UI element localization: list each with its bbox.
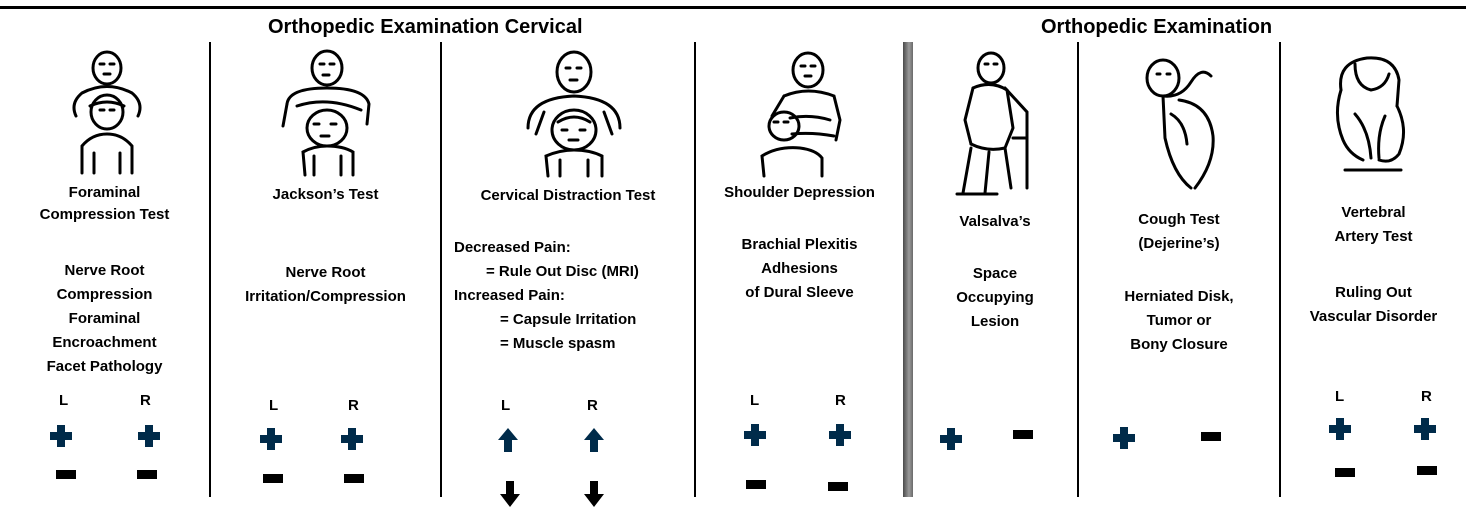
left-label: L	[1335, 388, 1345, 405]
test-finding: = Muscle spasm	[500, 335, 616, 352]
header-cervical: Orthopedic Examination Cervical	[268, 16, 583, 38]
test-title: Artery Test	[1334, 228, 1413, 245]
column-divider	[1077, 42, 1079, 497]
column-divider	[694, 42, 696, 497]
minus-icon[interactable]	[137, 470, 157, 479]
minus-icon[interactable]	[263, 474, 283, 483]
test-finding: Vascular Disorder	[1309, 308, 1438, 325]
valsalva-figure	[955, 51, 1029, 196]
jacksons-test-figure	[281, 49, 371, 177]
minus-icon[interactable]	[828, 482, 848, 491]
test-finding: Increased Pain:	[454, 287, 565, 304]
right-label: R	[1421, 388, 1432, 405]
left-label: L	[750, 392, 760, 409]
minus-icon[interactable]	[56, 470, 76, 479]
plus-icon[interactable]	[940, 428, 962, 450]
plus-icon[interactable]	[260, 428, 282, 450]
plus-icon[interactable]	[744, 424, 766, 446]
test-finding: = Rule Out Disc (MRI)	[486, 263, 639, 280]
test-title: Cervical Distraction Test	[480, 187, 656, 204]
left-label: L	[269, 397, 279, 414]
test-finding: Ruling Out	[1335, 284, 1412, 301]
section-divider	[903, 42, 913, 497]
test-column-shoulder-depression: Shoulder Depression Brachial Plexitis Ad…	[696, 0, 903, 529]
test-title: Vertebral	[1341, 204, 1406, 221]
column-divider	[209, 42, 211, 497]
plus-icon[interactable]	[341, 428, 363, 450]
minus-icon[interactable]	[1417, 466, 1437, 475]
minus-icon[interactable]	[1013, 430, 1033, 439]
test-finding: = Capsule Irritation	[500, 311, 637, 328]
test-column-cervical-distraction: Cervical Distraction Test Decreased Pain…	[442, 0, 694, 529]
top-rule	[0, 6, 1466, 9]
vertebral-artery-figure	[1336, 56, 1405, 172]
test-title: Foraminal	[68, 184, 141, 201]
test-column-jacksons: Jackson’s Test Nerve Root Irritation/Com…	[211, 0, 440, 529]
column-divider	[440, 42, 442, 497]
left-label: L	[501, 397, 511, 414]
test-finding: Decreased Pain:	[454, 239, 571, 256]
right-label: R	[587, 397, 598, 414]
test-title: (Dejerine’s)	[1138, 235, 1220, 252]
test-title: Cough Test	[1138, 211, 1220, 228]
test-finding: Bony Closure	[1130, 336, 1228, 353]
shoulder-depression-figure	[760, 51, 842, 178]
arrow-down-icon[interactable]	[500, 481, 520, 507]
test-title: Compression Test	[39, 206, 170, 223]
minus-icon[interactable]	[1335, 468, 1355, 477]
plus-icon[interactable]	[1113, 427, 1135, 449]
minus-icon[interactable]	[746, 480, 766, 489]
foraminal-compression-figure	[72, 50, 142, 175]
test-finding: Nerve Root	[285, 264, 366, 281]
test-finding: Foraminal	[68, 310, 141, 327]
plus-icon[interactable]	[50, 425, 72, 447]
cervical-distraction-figure	[526, 50, 622, 178]
test-column-foraminal-compression: Foraminal Compression Test Nerve Root Co…	[0, 0, 209, 529]
right-label: R	[348, 397, 359, 414]
right-label: R	[140, 392, 151, 409]
test-finding: Herniated Disk,	[1124, 288, 1234, 305]
cough-test-figure	[1145, 58, 1215, 190]
test-column-valsalva: Valsalva’s Space Occupying Lesion	[913, 0, 1077, 529]
test-title: Shoulder Depression	[724, 184, 875, 201]
arrow-down-icon[interactable]	[584, 481, 604, 507]
right-label: R	[835, 392, 846, 409]
test-finding: Space	[972, 265, 1018, 282]
test-title: Valsalva’s	[959, 213, 1031, 230]
test-finding: Irritation/Compression	[245, 288, 406, 305]
test-column-cough: Cough Test (Dejerine’s) Herniated Disk, …	[1079, 0, 1279, 529]
minus-icon[interactable]	[1201, 432, 1221, 441]
test-finding: Encroachment	[52, 334, 157, 351]
test-title: Jackson’s Test	[272, 186, 379, 203]
plus-icon[interactable]	[829, 424, 851, 446]
minus-icon[interactable]	[344, 474, 364, 483]
test-finding: Nerve Root	[64, 262, 145, 279]
test-finding: Occupying	[956, 289, 1034, 306]
test-finding: Facet Pathology	[46, 358, 163, 375]
plus-icon[interactable]	[138, 425, 160, 447]
arrow-up-icon[interactable]	[584, 428, 604, 452]
column-divider	[1279, 42, 1281, 497]
test-column-vertebral-artery: Vertebral Artery Test Ruling Out Vascula…	[1281, 0, 1466, 529]
test-finding: of Dural Sleeve	[745, 284, 854, 301]
test-finding: Adhesions	[761, 260, 838, 277]
plus-icon[interactable]	[1414, 418, 1436, 440]
arrow-up-icon[interactable]	[498, 428, 518, 452]
left-label: L	[59, 392, 69, 409]
plus-icon[interactable]	[1329, 418, 1351, 440]
test-finding: Lesion	[970, 313, 1020, 330]
test-finding: Tumor or	[1146, 312, 1212, 329]
header-orthopedic: Orthopedic Examination	[1041, 16, 1273, 38]
test-finding: Compression	[56, 286, 153, 303]
test-finding: Brachial Plexitis	[741, 236, 858, 253]
